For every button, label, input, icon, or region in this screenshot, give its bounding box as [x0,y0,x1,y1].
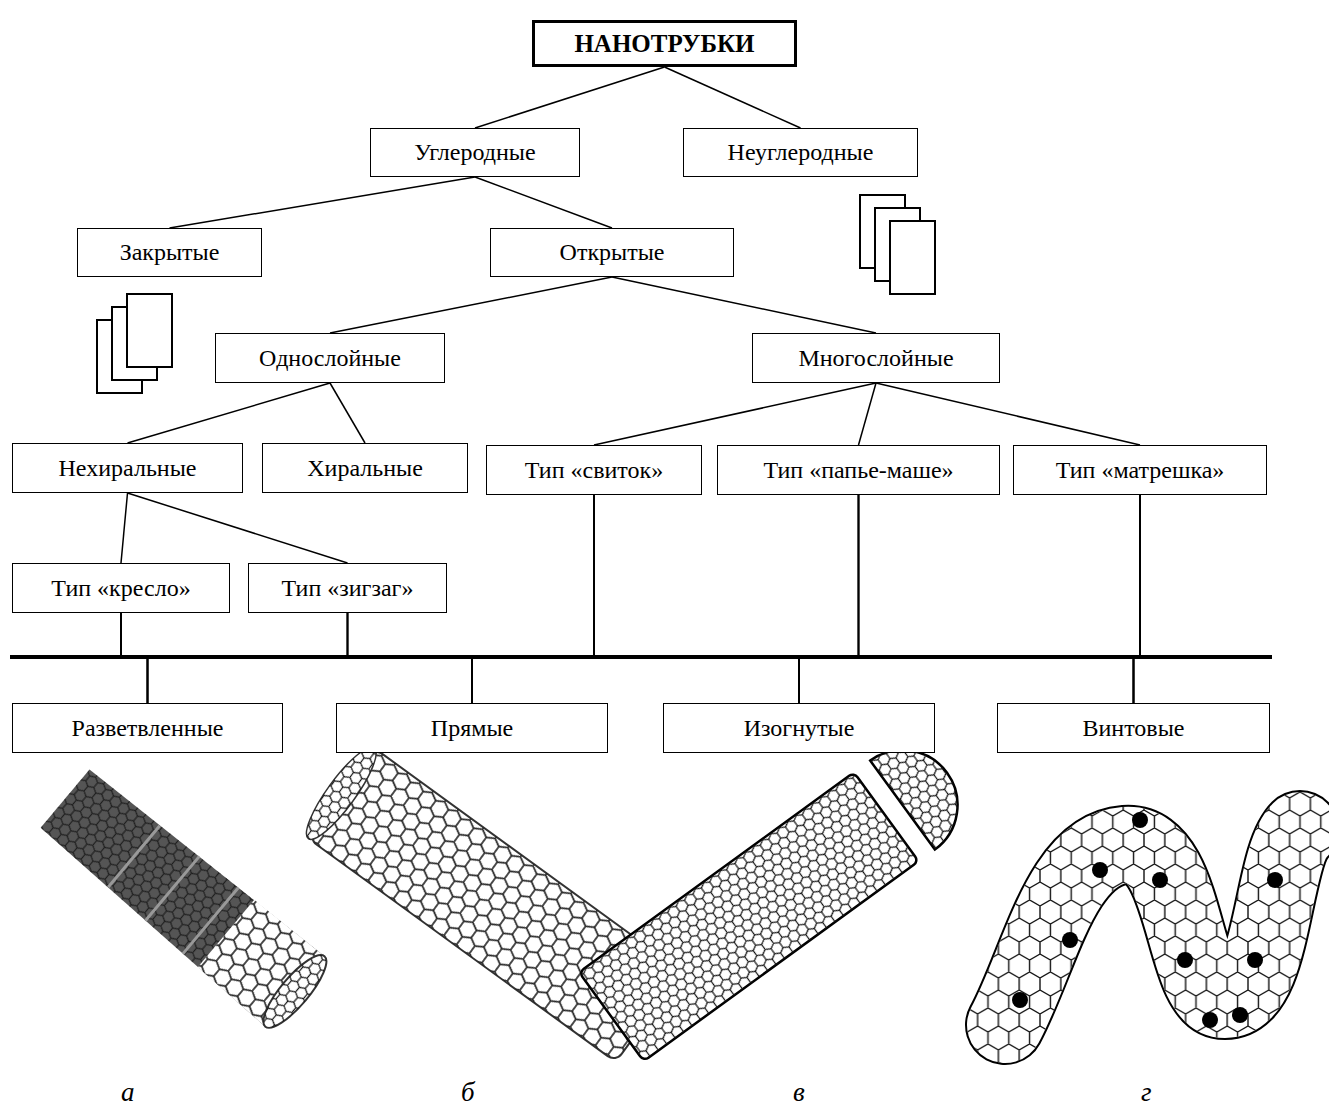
connector-line [472,495,1140,703]
connector-line [475,177,612,228]
connector-line [148,495,859,703]
category-box: Изогнутые [663,703,935,753]
category-box: Неуглеродные [683,128,918,177]
category-box: Открытые [490,228,734,277]
connector-line [348,613,800,703]
box-label: Тип «папье-маше» [763,457,953,483]
root-box: НАНОТРУБКИ [532,20,797,67]
connector-line [859,383,877,445]
category-box: Тип «матрешка» [1013,445,1267,495]
scroll-nanotube [36,763,336,1035]
connector-line [148,613,348,703]
connector-line [876,383,1140,445]
connector-line [472,495,859,703]
category-box: Тип «папье-маше» [717,445,1000,495]
box-label: Тип «матрешка» [1056,457,1225,483]
connector-line [799,495,859,703]
box-label: Открытые [560,239,665,265]
figure-letter: г [1141,1077,1152,1108]
connector-line [1134,495,1141,703]
box-label: Тип «свиток» [525,457,663,483]
category-box: Прямые [336,703,608,753]
category-box: Тип «свиток» [486,445,702,495]
connector-line [128,383,331,443]
category-box: Хиральные [262,443,468,493]
connector-line [594,383,876,445]
connector-line [128,493,348,563]
connector-line [170,177,476,228]
box-label: Закрытые [120,239,220,265]
connector-line [348,613,473,703]
figure-letter: б [461,1077,475,1108]
box-label: Нехиральные [59,455,197,481]
connector-line [148,495,1141,703]
capped-nanotube [579,728,979,1061]
figure-letter: в [793,1077,805,1108]
connector-line [612,277,876,333]
box-label: Хиральные [307,455,423,481]
figure-letter: а [121,1077,135,1108]
category-box: Углеродные [370,128,580,177]
box-label: Разветвленные [72,715,224,741]
category-box: Разветвленные [12,703,283,753]
box-label: Тип «зигзаг» [282,575,414,601]
category-box: Однослойные [215,333,445,383]
box-label: Неуглеродные [728,139,874,165]
connector-line [475,67,665,128]
connector-line [799,495,1140,703]
connector-line [121,613,1134,703]
connector-line [348,613,1134,703]
connector-line [472,495,594,703]
connector-line [665,67,801,128]
category-box: Нехиральные [12,443,243,493]
connector-line [594,495,1134,703]
box-label: Тип «кресло» [51,575,190,601]
stack-icon [860,195,935,294]
category-box: Винтовые [997,703,1270,753]
connector-line [121,613,799,703]
stack-icon [97,294,172,393]
connector-line [330,383,365,443]
connector-line [121,493,128,563]
category-box: Тип «зигзаг» [248,563,447,613]
category-box: Многослойные [752,333,1000,383]
connector-line [330,277,612,333]
box-label: Прямые [431,715,513,741]
connector-line [594,495,799,703]
helical-nanotube [1005,812,1300,1028]
category-box: Тип «кресло» [12,563,230,613]
box-label: Изогнутые [744,715,855,741]
connector-line [121,613,148,703]
box-label: Многослойные [798,345,953,371]
box-label: Однослойные [259,345,401,371]
connector-line [859,495,1134,703]
box-label: Углеродные [414,139,535,165]
box-label: НАНОТРУБКИ [574,30,754,58]
box-label: Винтовые [1083,715,1185,741]
connector-line [121,613,472,703]
category-box: Закрытые [77,228,262,277]
